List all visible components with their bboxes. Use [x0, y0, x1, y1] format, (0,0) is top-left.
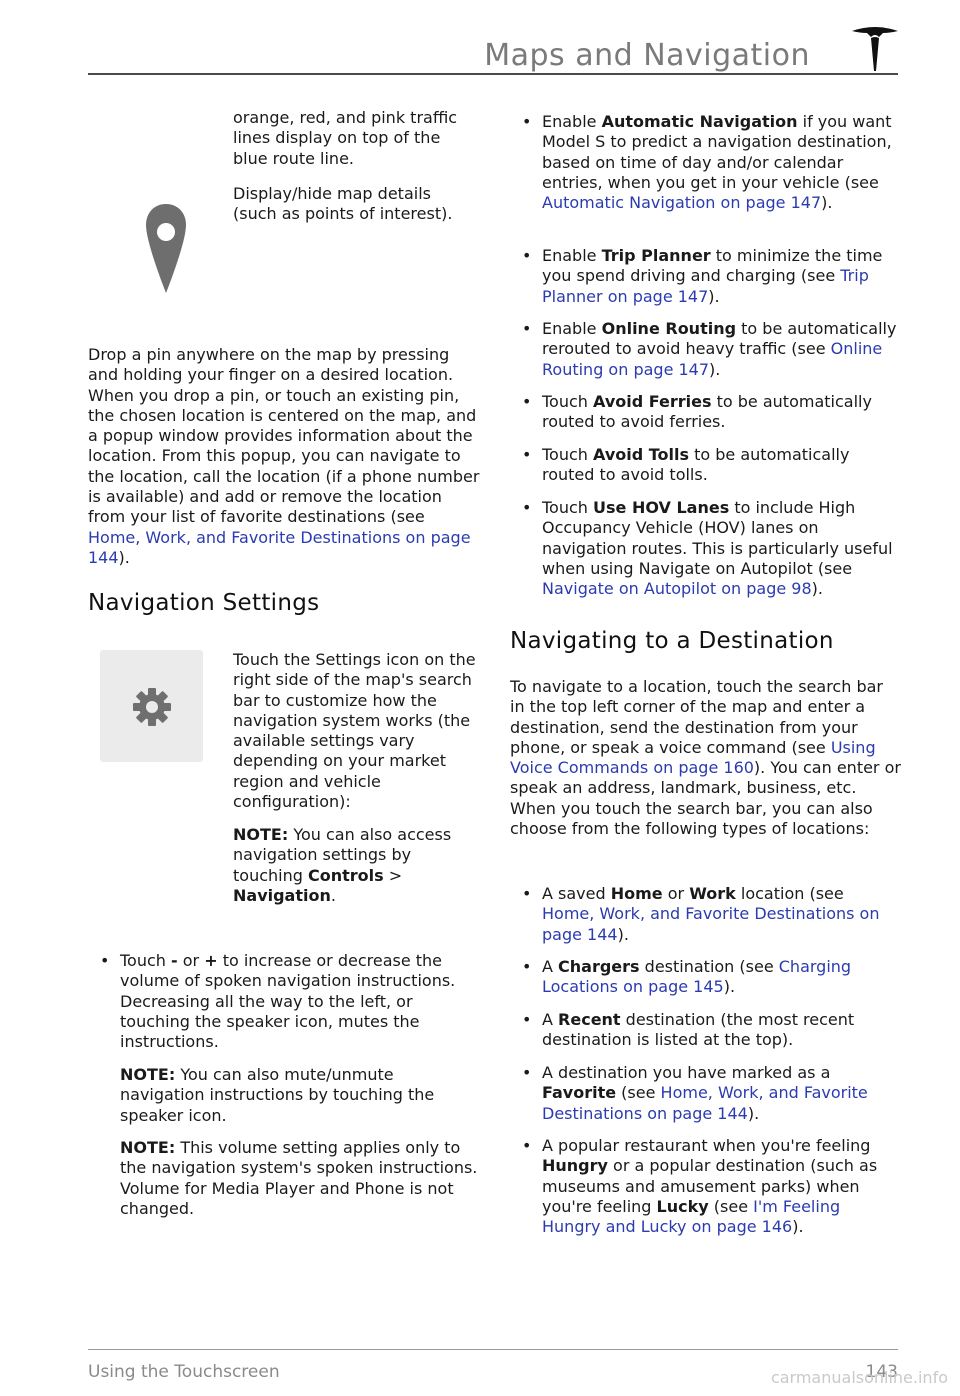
drop-pin-paragraph: Drop a pin anywhere on the map by pressi… [88, 345, 480, 567]
online-routing-link[interactable]: Online Routing on page 147 [542, 339, 883, 379]
note-mute: NOTE: You can also mute/unmute navigatio… [120, 1065, 435, 1125]
home-work-favorite-link[interactable]: Home, Work, and Favorite Destinations on… [88, 527, 471, 567]
bullet-hov-lanes: • Touch Use HOV Lanes to include High Oc… [522, 498, 893, 599]
navigation-settings-heading: Navigation Settings [88, 590, 320, 616]
page-header-title: Maps and Navigation [484, 38, 810, 73]
trip-planner-link[interactable]: Trip Planner on page 147 [542, 266, 869, 306]
navigating-destination-heading: Navigating to a Destination [510, 628, 834, 654]
bullet-home-work: • A saved Home or Work location (see Hom… [522, 884, 880, 944]
header-rule [88, 73, 898, 75]
map-pin-icon [146, 204, 186, 293]
bullet-online-routing: • Enable Online Routing to be automatica… [522, 319, 897, 379]
bullet-hungry-lucky: • A popular restaurant when you're feeli… [522, 1136, 878, 1237]
bullet-avoid-ferries: • Touch Avoid Ferries to be automaticall… [522, 392, 872, 432]
bullet-recent: • A Recent destination (the most recent … [522, 1010, 855, 1050]
bullet-volume: • Touch - or + to increase or decrease t… [100, 951, 456, 1052]
charging-locations-link[interactable]: Charging Locations on page 145 [542, 957, 852, 997]
note-access-settings: NOTE: You can also access navigation set… [233, 825, 452, 905]
bullet-automatic-navigation: • Enable Automatic Navigation if you wan… [522, 112, 892, 213]
destination-paragraph: To navigate to a location, touch the sea… [510, 677, 901, 839]
footer-rule [88, 1349, 898, 1350]
settings-icon-box [100, 650, 203, 762]
footer-section-name: Using the Touchscreen [88, 1362, 280, 1382]
bullet-chargers: • A Chargers destination (see Charging L… [522, 957, 852, 997]
page-number: 143 [865, 1362, 898, 1382]
traffic-lines-text: orange, red, and pink traffic lines disp… [233, 108, 458, 168]
voice-commands-link[interactable]: Using Voice Commands on page 160 [510, 737, 876, 778]
hungry-lucky-link[interactable]: I'm Feeling Hungry and Lucky on page 146 [542, 1196, 841, 1237]
note-volume-setting: NOTE: This volume setting applies only t… [120, 1138, 478, 1218]
home-work-favorite-link-2[interactable]: Home, Work, and Favorite Destinations on… [542, 904, 880, 944]
home-work-favorite-link-3[interactable]: Home, Work, and Favorite Destinations on… [542, 1083, 868, 1123]
map-details-text: Display/hide map details (such as points… [233, 184, 453, 224]
bullet-favorite: • A destination you have marked as a Fav… [522, 1063, 868, 1123]
automatic-navigation-link[interactable]: Automatic Navigation on page 147 [542, 193, 822, 213]
settings-description: Touch the Settings icon on the right sid… [233, 650, 476, 812]
bullet-avoid-tolls: • Touch Avoid Tolls to be automatically … [522, 445, 850, 485]
tesla-logo [852, 27, 898, 71]
navigate-on-autopilot-link[interactable]: Navigate on Autopilot on page 98 [542, 579, 812, 599]
watermark: carmanualsonline.info [770, 1368, 948, 1387]
settings-gear-icon [133, 688, 171, 726]
bullet-trip-planner: • Enable Trip Planner to minimize the ti… [522, 246, 883, 306]
